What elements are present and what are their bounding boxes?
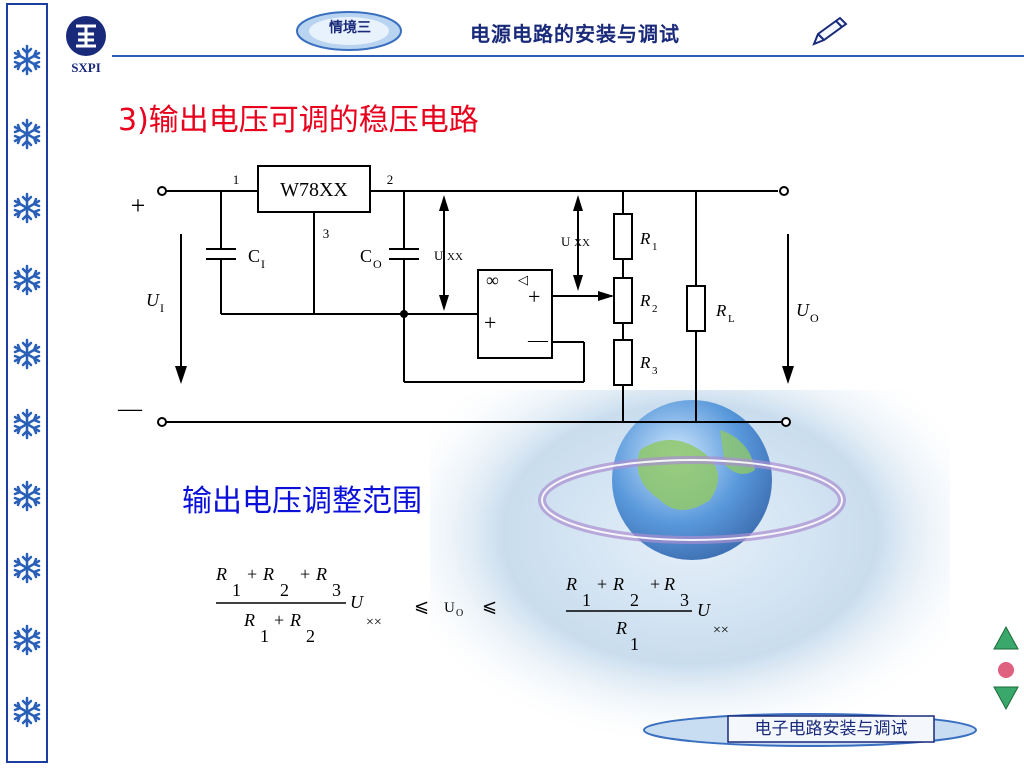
formula-right-num-sub2: 2: [630, 590, 639, 610]
section-title: 3)输出电压可调的稳压电路: [118, 103, 479, 138]
formula-right-num-r1: R: [565, 574, 577, 594]
uxx-label-right: U: [561, 234, 571, 249]
snowflake-icon: [13, 44, 41, 76]
input-minus-sign: —: [117, 396, 143, 422]
formula-right-u-sub: ××: [713, 623, 729, 638]
pin-2-label: 2: [387, 172, 394, 187]
opamp-infinity-label: ∞: [486, 270, 499, 290]
formula-uo-sub: O: [456, 608, 463, 619]
scene-badge: [296, 11, 402, 51]
opamp-triangle-label: ◁: [518, 272, 528, 287]
cap-out-label: C: [360, 246, 372, 266]
formula-right-den-sub1: 1: [630, 634, 639, 654]
header-divider: [112, 55, 1024, 57]
rl-label: R: [715, 301, 727, 320]
formula-right-num-sub1: 1: [582, 590, 591, 610]
formula-left-den-r2: R: [289, 610, 301, 630]
formula-le-2: ⩽: [482, 596, 497, 616]
formula-right-num-plus1: +: [597, 574, 607, 594]
r3-sub: 3: [652, 365, 658, 377]
formula-left-num-r3: R: [315, 564, 327, 584]
previous-slide-button[interactable]: [992, 624, 1020, 652]
sidebar-frame: [6, 3, 48, 763]
uxx-sub-right: XX: [574, 237, 590, 249]
formula-left-num-sub3: 3: [332, 580, 341, 600]
footer-badge: [643, 713, 977, 747]
formula-left-den-plus: +: [274, 610, 284, 630]
home-slide-button[interactable]: [992, 656, 1020, 684]
footer-title: 电子电路安装与调试: [754, 719, 908, 739]
opamp-input-minus: —: [527, 329, 549, 351]
snowflake-icon: [13, 624, 41, 656]
r1-sub: 1: [652, 241, 658, 253]
formula-left-num-r1: R: [215, 564, 227, 584]
formula-left-den-sub2: 2: [306, 626, 315, 646]
formula-right-num-sub3: 3: [680, 590, 689, 610]
snowflake-icon: [13, 480, 41, 512]
r1-label: R: [639, 229, 651, 248]
opamp-output-plus: +: [528, 284, 540, 309]
cap-out-sub: O: [373, 257, 382, 271]
input-plus-sign: +: [131, 191, 146, 220]
formula-left-num-plus1: +: [247, 564, 257, 584]
formula-right-num-r2: R: [612, 574, 624, 594]
output-voltage-label: U: [796, 300, 810, 320]
formula-left-u: U: [350, 592, 364, 612]
pin-3-label: 3: [323, 226, 330, 241]
formula-right-num-plus2: +: [650, 574, 660, 594]
pencil-icon: [812, 16, 848, 46]
formula-left-u-sub: ××: [366, 615, 382, 630]
header-title: 电源电路的安装与调试: [470, 22, 680, 46]
pin-1-label: 1: [233, 172, 240, 187]
formula-right-den-r1: R: [615, 618, 627, 638]
uxx-sub-left: XX: [447, 251, 463, 263]
snowflake-icon: [13, 696, 41, 728]
snowflake-icon: [13, 338, 41, 370]
r2-sub: 2: [652, 303, 658, 315]
formula-left-num-plus2: +: [300, 564, 310, 584]
snowflake-icon: [13, 552, 41, 584]
formula-left-num-sub2: 2: [280, 580, 289, 600]
formula-right-u: U: [697, 600, 711, 620]
snowflake-icon: [13, 192, 41, 224]
snowflake-icon: [13, 118, 41, 150]
cap-in-label: C: [248, 246, 260, 266]
formula-left-den-sub1: 1: [260, 626, 269, 646]
input-voltage-sub: I: [160, 301, 164, 315]
formula-left-num-r2: R: [262, 564, 274, 584]
school-logo: SXPI: [66, 16, 106, 75]
globe-background: [430, 390, 950, 750]
snowflake-icon: [13, 408, 41, 440]
r2-label: R: [639, 291, 651, 310]
formula-right-num-r3: R: [663, 574, 675, 594]
opamp-input-plus: +: [484, 310, 496, 335]
formula-left-num-sub1: 1: [232, 580, 241, 600]
logo-text: SXPI: [71, 60, 101, 75]
regulator-label: W78XX: [280, 179, 348, 201]
output-voltage-sub: O: [810, 311, 819, 325]
cap-in-sub: I: [261, 257, 265, 271]
formula-le-1: ⩽: [414, 596, 429, 616]
range-subheading: 输出电压调整范围: [182, 484, 422, 519]
snowflake-icon: [13, 264, 41, 296]
input-voltage-label: U: [146, 290, 160, 310]
next-slide-button[interactable]: [992, 684, 1020, 712]
rl-sub: L: [728, 313, 735, 325]
formula-uo: U: [444, 600, 455, 616]
r3-label: R: [639, 353, 651, 372]
formula-left-den-r1: R: [243, 610, 255, 630]
uxx-label-left: U: [434, 248, 444, 263]
scene-label: 情境三: [329, 20, 371, 36]
